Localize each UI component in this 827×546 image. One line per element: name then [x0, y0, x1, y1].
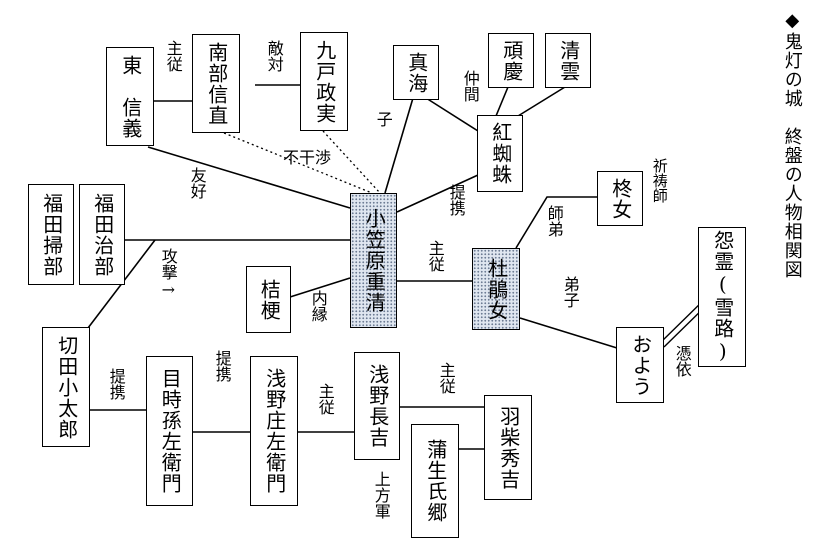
person-label: 柊女: [608, 177, 633, 220]
line-torikabuto-oyo: [519, 317, 618, 349]
person-ganke: 頑慶: [488, 33, 534, 88]
line-ganke-kumo: [495, 86, 509, 117]
person-label: 浅野庄左衛門: [262, 368, 287, 494]
relation-label-hyoui: 憑依: [672, 345, 692, 377]
person-shinkai: 真海: [393, 45, 439, 100]
person-label: 紅蜘蛛: [488, 122, 513, 185]
person-label: 東 信義: [118, 54, 143, 139]
relation-label-shuju-asano: 主従: [315, 383, 335, 415]
line-seiun-kumo: [517, 86, 566, 117]
person-label: 頑慶: [499, 39, 524, 82]
person-gamo-ujisato: 蒲生氏郷: [411, 424, 459, 538]
person-asano-nagayoshi: 浅野長吉: [354, 352, 400, 460]
line-kumo-ogasawara: [396, 174, 479, 213]
line-nanbu-ogasawara-dotted: [223, 132, 373, 194]
person-asano-shozaemon: 浅野庄左衛門: [250, 356, 298, 506]
person-metoki-magozaemon: 目時孫左衛門: [146, 356, 193, 506]
person-label: 羽柴秀吉: [496, 405, 521, 490]
line-kunohe-ogasawara-dotted: [322, 130, 381, 194]
person-label: 桔梗: [257, 278, 282, 321]
relation-label-naien: 内縁: [308, 290, 328, 322]
person-label: 真海: [404, 51, 429, 94]
relation-label-fukanshou: 不干渉: [283, 148, 332, 167]
person-label: 浅野長吉: [365, 364, 390, 448]
person-label: 切田小太郎: [54, 334, 79, 440]
line-kikyo-ogasawara: [289, 277, 351, 298]
line-torikabuto-hiiragi: [515, 196, 598, 249]
person-kunohe-masazane: 九戸政実: [300, 32, 348, 131]
person-label: 小笠原重清: [362, 208, 387, 313]
person-seiun: 清雲: [545, 33, 591, 88]
relation-label-ko: 子: [373, 111, 393, 127]
person-onryo-yukiji: 怨霊(雪路): [698, 227, 746, 367]
relation-label-teikei-kumo: 提携: [446, 184, 466, 216]
relation-label-shuju-torikabuto: 主従: [425, 240, 445, 272]
person-fukuda-jibu: 福田治部: [79, 184, 125, 285]
person-label: 怨霊(雪路): [710, 230, 735, 364]
relation-label-shuju-hashiba: 主従: [436, 362, 456, 394]
relation-label-teikei-meshiki: 提携: [212, 350, 232, 382]
person-hashiba-hideyoshi: 羽柴秀吉: [484, 395, 532, 500]
person-label: 南部信直: [204, 41, 229, 126]
person-oyo: およう: [616, 327, 664, 403]
person-label: およう: [628, 333, 653, 397]
person-label: 福田掃部: [39, 192, 64, 277]
person-label: 蒲生氏郷: [423, 439, 448, 523]
person-label: 目時孫左衛門: [158, 368, 183, 494]
relation-label-shitei: 師弟: [544, 205, 564, 237]
person-ogasawara-shigekiyo: 小笠原重清: [350, 193, 397, 328]
relation-label-deshi: 弟子: [560, 276, 580, 308]
person-fukuda-kamon: 福田掃部: [28, 184, 74, 285]
relation-label-shuju: 主従: [163, 40, 183, 72]
diagram-title: ◆鬼灯の城 終盤の人物相関図: [781, 10, 803, 279]
relation-label-kitoushi: 祈祷師: [650, 158, 669, 203]
relation-label-yuko: 友好: [187, 167, 207, 199]
relation-label-kougeki: 攻撃→: [158, 248, 178, 299]
person-label: 清雲: [556, 39, 581, 82]
relation-label-kamigata: 上方軍: [371, 471, 391, 519]
relation-label-tekitai: 敵対: [264, 40, 284, 72]
line-shinkai-kumo: [425, 97, 479, 132]
relation-label-teikei-kirita: 提携: [106, 368, 126, 400]
person-nanbu-nobunao: 南部信直: [192, 34, 240, 133]
person-azuma-nobuyoshi: 東 信義: [106, 47, 154, 146]
relation-label-nakama: 仲間: [460, 70, 480, 102]
person-kikyo: 桔梗: [246, 266, 291, 333]
person-kirita-kotaro: 切田小太郎: [42, 327, 90, 447]
person-label: 杜鵑女: [484, 257, 509, 321]
line-azuma-ogasawara: [147, 146, 351, 209]
person-torikabutome: 杜鵑女: [472, 248, 520, 330]
person-label: 九戸政実: [312, 39, 337, 124]
line-shinkai-ogasawara: [384, 97, 414, 194]
person-benigumo: 紅蜘蛛: [477, 115, 523, 192]
person-hiiragime: 柊女: [597, 171, 643, 226]
person-label: 福田治部: [90, 192, 115, 277]
